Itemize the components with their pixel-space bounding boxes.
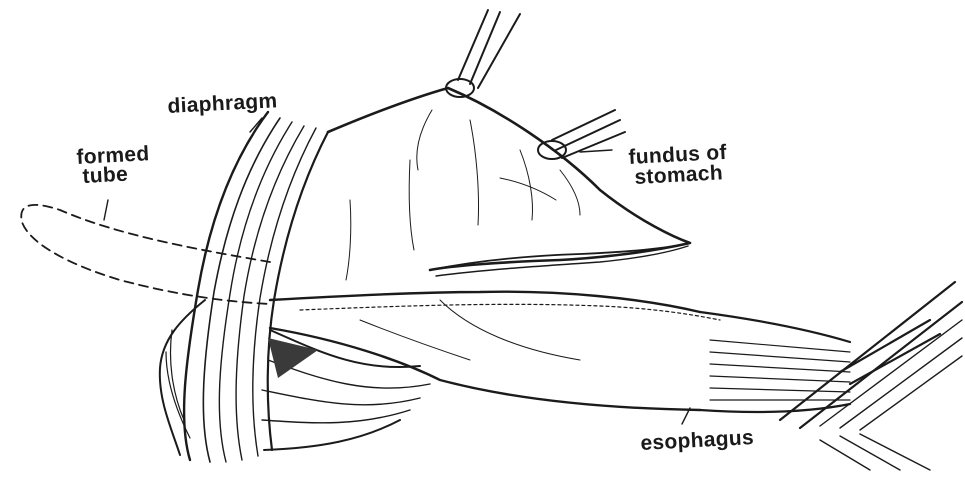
label-formed-tube-line2: tube: [82, 165, 129, 187]
crural-fibers: [262, 330, 430, 450]
leader-lines: [104, 118, 690, 424]
esophagus-tube: [270, 292, 850, 412]
formed-tube-outline: [21, 205, 270, 304]
diaphragm-band: [160, 112, 328, 462]
label-fundus-line2: stomach: [634, 163, 723, 188]
fundus-leader: [580, 150, 612, 152]
dark-shadow: [268, 338, 318, 378]
formed-tube-leader: [104, 200, 108, 220]
retractor-bands: [780, 282, 962, 470]
